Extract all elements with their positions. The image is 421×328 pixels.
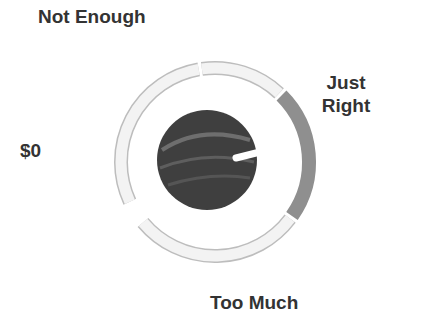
knob <box>157 110 264 210</box>
zone-label: Too Much <box>210 292 298 315</box>
ring-segment-too-much <box>143 219 290 256</box>
zone-label: Just Right <box>310 72 382 118</box>
ring-segment-just-right <box>282 96 310 216</box>
zone-label: Not Enough <box>38 6 146 29</box>
ring-segment-outline <box>202 68 279 93</box>
knob-highlight <box>162 134 250 150</box>
value-label: $0 <box>20 140 41 163</box>
ring-segment-outline <box>143 219 290 256</box>
ring-segment-not-enough <box>202 68 279 93</box>
dial-ring <box>121 68 309 256</box>
knob-highlight <box>168 176 250 185</box>
knob-pointer <box>236 151 264 158</box>
